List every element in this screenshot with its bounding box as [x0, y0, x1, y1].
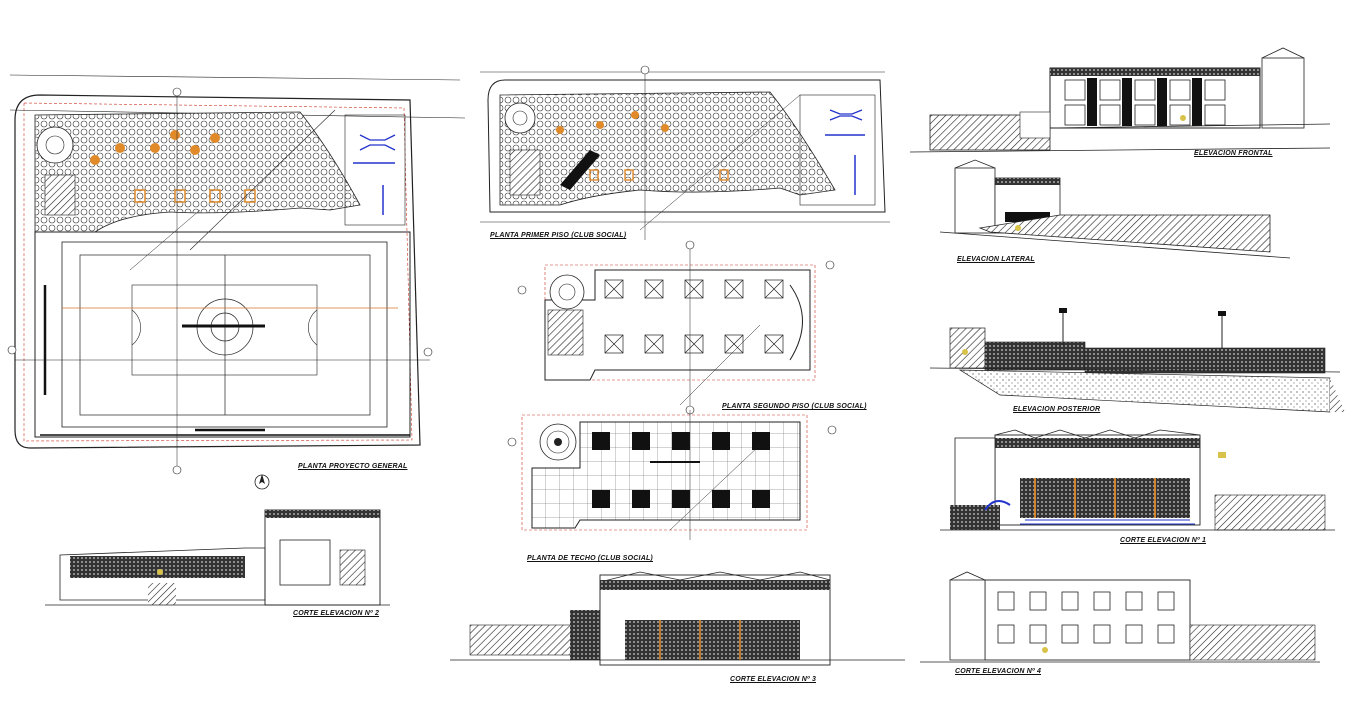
plan-roof	[507, 405, 837, 540]
elevation-front	[909, 47, 1331, 153]
label-section-1: CORTE ELEVACION Nº 1	[1120, 537, 1207, 544]
north-arrow-icon	[254, 474, 270, 490]
section-2	[45, 509, 390, 606]
section-3	[450, 571, 905, 666]
elevation-side	[939, 159, 1291, 259]
label-plan-general: PLANTA PROYECTO GENERAL	[298, 463, 408, 470]
section-4	[920, 571, 1320, 663]
label-plan-first-floor: PLANTA PRIMER PISO (CLUB SOCIAL)	[490, 232, 627, 239]
label-elevation-rear: ELEVACION POSTERIOR	[1013, 406, 1101, 413]
plan-second-floor	[517, 240, 835, 410]
label-section-2: CORTE ELEVACION Nº 2	[293, 610, 380, 617]
label-section-3: CORTE ELEVACION Nº 3	[730, 676, 817, 683]
elevation-rear	[929, 308, 1345, 413]
label-elevation-side: ELEVACION LATERAL	[957, 256, 1035, 263]
label-elevation-front: ELEVACION FRONTAL	[1194, 150, 1273, 157]
label-section-4: CORTE ELEVACION Nº 4	[955, 668, 1042, 675]
plan-first-floor	[480, 65, 890, 240]
label-plan-roof: PLANTA DE TECHO (CLUB SOCIAL)	[527, 555, 653, 562]
plan-general	[7, 74, 466, 475]
section-1	[940, 429, 1335, 531]
label-plan-second-floor: PLANTA SEGUNDO PISO (CLUB SOCIAL)	[722, 403, 867, 410]
